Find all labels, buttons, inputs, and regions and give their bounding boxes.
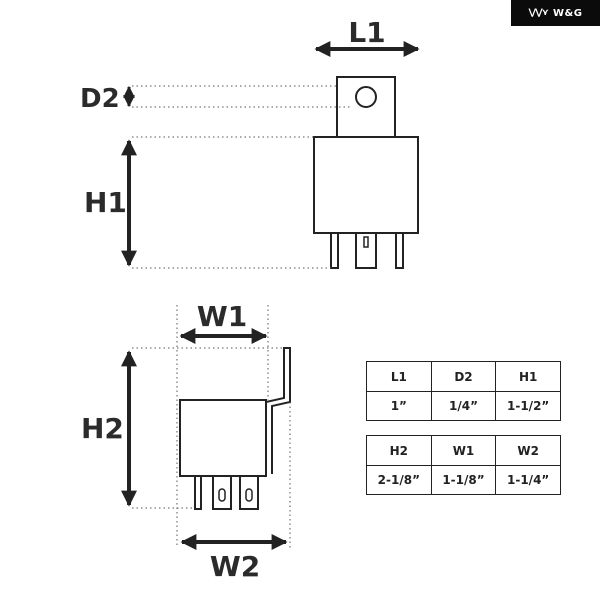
- relay-front-view: [313, 76, 419, 269]
- l1-label: L1: [348, 16, 385, 49]
- w2-label: W2: [210, 550, 260, 583]
- relay-body: [313, 136, 419, 234]
- table-header-cell: W2: [495, 435, 561, 466]
- logo-text: W&G: [553, 7, 583, 19]
- relay-pin-slot: [218, 488, 226, 502]
- d2-label: D2: [80, 84, 120, 114]
- guide-lines-bottom: [132, 305, 291, 548]
- h2-label: H2: [81, 412, 124, 445]
- table-value-cell: 1”: [366, 391, 432, 421]
- table-header-cell: L1: [366, 361, 432, 392]
- h1-label: H1: [84, 186, 127, 219]
- dimension-table-2: H2 W1 W2 2-1/8” 1-1/8” 1-1/4”: [366, 435, 561, 495]
- relay-pin: [330, 232, 339, 269]
- dimension-table-1: L1 D2 H1 1” 1/4” 1-1/2”: [366, 361, 561, 421]
- relay-pin-slot: [245, 488, 253, 502]
- table-header-cell: D2: [430, 361, 497, 392]
- table-value-cell: 1-1/4”: [495, 465, 561, 495]
- brand-logo: ⋁⋁⋎ W&G: [511, 0, 600, 26]
- w1-label: W1: [197, 300, 247, 333]
- relay-pin-slot: [363, 236, 369, 248]
- relay-side-view: [179, 347, 291, 510]
- relay-pin: [212, 475, 232, 510]
- relay-pin: [395, 232, 404, 269]
- table-value-cell: 1-1/2”: [495, 391, 561, 421]
- table-header-cell: H1: [495, 361, 561, 392]
- mounting-hole: [355, 86, 377, 108]
- mounting-bracket: [265, 347, 291, 474]
- logo-mark-icon: ⋁⋁⋎: [528, 8, 550, 18]
- relay-body-side: [179, 399, 267, 477]
- relay-pin: [239, 475, 259, 510]
- guide-lines-top: [132, 85, 350, 269]
- table-value-cell: 1-1/8”: [430, 465, 497, 495]
- relay-pin: [355, 232, 377, 269]
- table-header-cell: W1: [430, 435, 497, 466]
- table-value-cell: 2-1/8”: [366, 465, 432, 495]
- table-value-cell: 1/4”: [430, 391, 497, 421]
- relay-pin: [194, 475, 202, 510]
- table-header-cell: H2: [366, 435, 432, 466]
